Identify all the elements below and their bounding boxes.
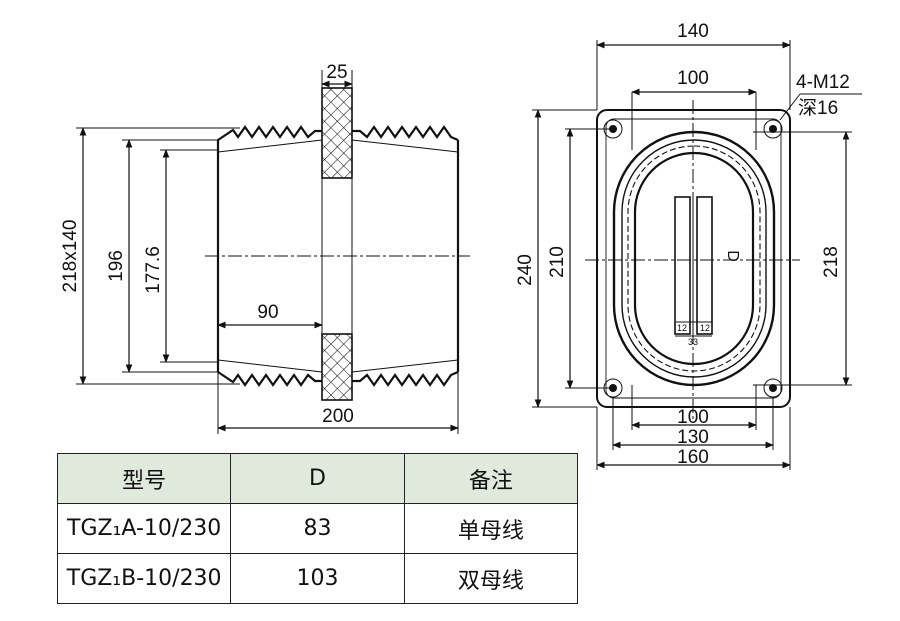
cell-model: TGZ₁B-10/230 [56, 553, 232, 604]
dim-outer-size: 218x140 [60, 127, 240, 385]
dim-label-196: 196 [106, 250, 127, 282]
dim-label-25: 25 [326, 62, 347, 83]
table-row: TGZ₁A-10/230 83 单母线 [56, 503, 579, 554]
busbar-slot-left [674, 196, 691, 335]
header-model: 型号 [56, 453, 232, 504]
spec-table: 型号 D 备注 TGZ₁A-10/230 83 单母线 TGZ₁B-10/230… [56, 453, 579, 604]
cell-d: 83 [230, 503, 405, 554]
inner-bore-upper [217, 139, 459, 153]
bolt-hole-top-right [763, 119, 783, 139]
thread-callout: 4-M12 深16 [779, 72, 862, 121]
inner-bore-lower [217, 359, 459, 373]
dim-bottom-130: 130 [612, 397, 774, 450]
dim-200: 200 [217, 372, 459, 434]
upper-corrugated-profile [217, 125, 459, 142]
table-header-row: 型号 D 备注 [56, 453, 579, 504]
cell-d: 103 [230, 553, 405, 604]
dim-label-177-6: 177.6 [143, 246, 164, 294]
dim-flange-thickness: 25 [321, 62, 353, 88]
table-row: TGZ₁B-10/230 103 双母线 [56, 553, 579, 604]
thread-label: 4-M12 [796, 72, 850, 93]
slot-label-12-left: 12 [677, 323, 687, 333]
dim-177: 177.6 [143, 149, 218, 363]
dim-210: 210 [547, 128, 613, 389]
flange-lower-hatch [321, 333, 353, 401]
lower-corrugated-profile [217, 370, 459, 387]
dim-label-140: 140 [677, 21, 709, 42]
slot-label-12-right: 12 [700, 323, 710, 333]
oval-mid [621, 139, 767, 378]
side-view: 25 218x140 196 177.6 90 [60, 62, 470, 434]
dim-top-100: 100 [631, 68, 757, 150]
dim-label-218: 218 [821, 246, 842, 278]
busbar-slot-right [696, 196, 713, 335]
dim-196: 196 [106, 139, 218, 373]
dim-90: 90 [217, 302, 323, 329]
oval-outer [612, 130, 776, 387]
cell-remark: 单母线 [403, 503, 579, 554]
header-remark: 备注 [403, 453, 579, 504]
dim-label-160: 160 [677, 447, 709, 468]
bolt-hole-bottom-right [763, 378, 783, 398]
dim-label-d: D [724, 250, 741, 262]
dim-218: 218 [753, 131, 852, 386]
cell-model: TGZ₁A-10/230 [56, 503, 232, 554]
dim-bottom-100: 100 [631, 385, 757, 430]
header-d: D [230, 453, 405, 504]
dim-label-100-bottom: 100 [677, 407, 709, 428]
flange-upper-hatch [321, 87, 353, 179]
dim-label-90: 90 [257, 302, 278, 323]
bushing-body [205, 87, 470, 401]
depth-label: 深16 [798, 97, 838, 119]
oval-inner [633, 151, 755, 366]
dim-240: 240 [515, 109, 597, 408]
cell-remark: 双母线 [403, 553, 579, 604]
dim-label-240: 240 [515, 254, 536, 286]
dim-label-130: 130 [677, 427, 709, 448]
dim-top-140: 140 [596, 21, 791, 110]
dim-label-100-top: 100 [677, 68, 709, 89]
front-view: 12 12 33 D 140 100 4-M12 [515, 21, 862, 470]
dim-label-210: 210 [547, 246, 568, 278]
dim-label-218x140: 218x140 [60, 220, 81, 293]
dim-bottom-160: 160 [596, 407, 791, 470]
oval-dashed [627, 145, 761, 372]
dim-label-200: 200 [322, 406, 354, 427]
